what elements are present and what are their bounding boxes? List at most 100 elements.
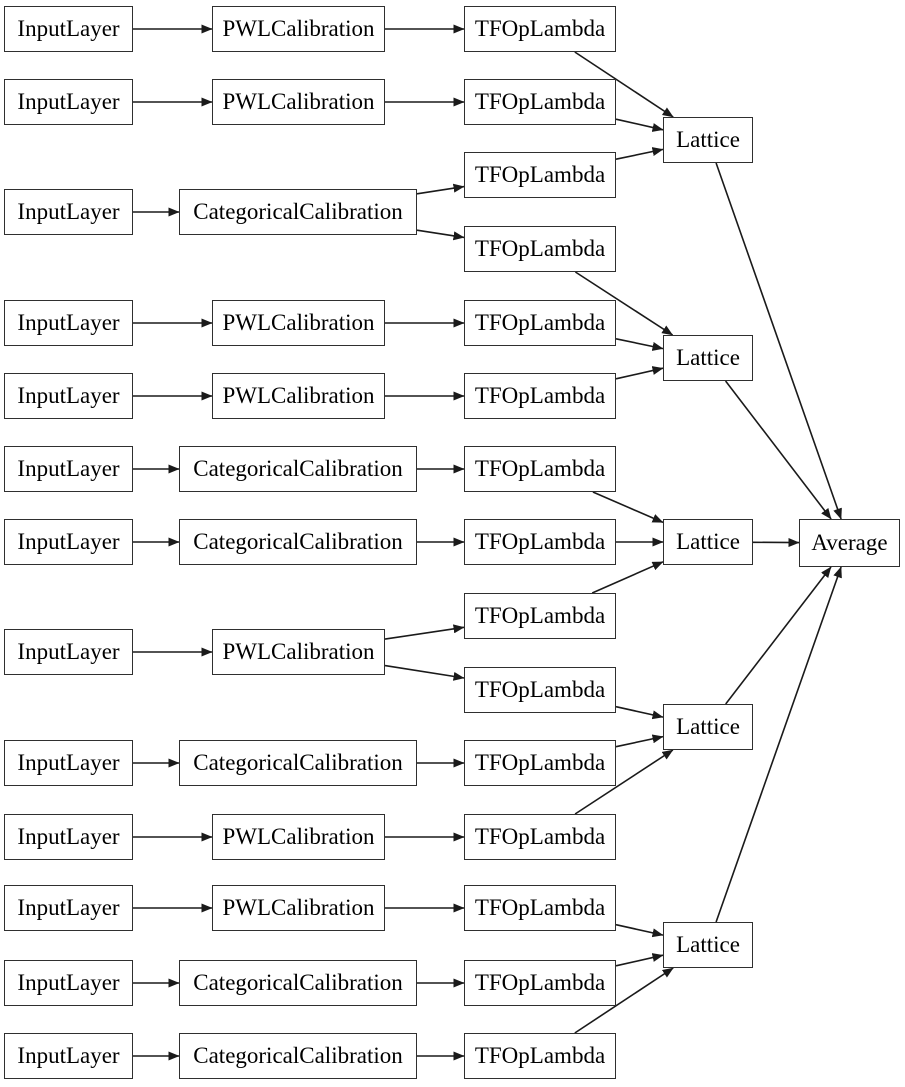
- tfop-lambda-node: TFOpLambda: [464, 885, 616, 931]
- edge-tf5-to-lat2: [615, 338, 664, 351]
- node-label: TFOpLambda: [474, 455, 606, 481]
- edge-lat4-to-avg: [725, 566, 832, 705]
- node-label: PWLCalibration: [222, 15, 375, 41]
- node-label: TFOpLambda: [474, 1042, 606, 1068]
- edge-cal8-to-tf10: [384, 664, 465, 681]
- node-label: TFOpLambda: [474, 309, 606, 335]
- node-label: CategoricalCalibration: [193, 455, 403, 481]
- lattice-node: Lattice: [663, 117, 753, 163]
- categorical-calibration-node: CategoricalCalibration: [179, 740, 417, 786]
- input-layer-node: InputLayer: [4, 960, 133, 1006]
- edge-tf7-to-lat3: [592, 491, 664, 524]
- tfop-lambda-node: TFOpLambda: [464, 667, 616, 713]
- input-layer-node: InputLayer: [4, 814, 133, 860]
- pwl-calibration-node: PWLCalibration: [212, 6, 385, 52]
- edge-tf13-to-lat5: [615, 923, 664, 938]
- input-layer-node: InputLayer: [4, 79, 133, 125]
- edge-tf3-to-lat1: [615, 147, 664, 160]
- node-label: InputLayer: [17, 455, 120, 481]
- lattice-node: Lattice: [663, 519, 753, 565]
- edge-group: [133, 24, 842, 1061]
- node-label: TFOpLambda: [474, 749, 606, 775]
- edge-tf14-to-lat5: [615, 953, 664, 967]
- node-label: InputLayer: [17, 638, 120, 664]
- node-label: Lattice: [676, 528, 740, 554]
- node-label: InputLayer: [17, 969, 120, 995]
- node-label: Lattice: [676, 126, 740, 152]
- node-label: InputLayer: [17, 823, 120, 849]
- edge-tf15-to-lat5: [574, 967, 674, 1034]
- node-label: TFOpLambda: [474, 676, 606, 702]
- input-layer-node: InputLayer: [4, 885, 133, 931]
- pwl-calibration-node: PWLCalibration: [212, 300, 385, 346]
- tfop-lambda-node: TFOpLambda: [464, 519, 616, 565]
- categorical-calibration-node: CategoricalCalibration: [179, 519, 417, 565]
- input-layer-node: InputLayer: [4, 189, 133, 235]
- node-label: TFOpLambda: [474, 894, 606, 920]
- edge-tf11-to-lat4: [615, 734, 664, 748]
- node-label: PWLCalibration: [222, 309, 375, 335]
- edge-tf1-to-lat1: [574, 51, 674, 118]
- pwl-calibration-node: PWLCalibration: [212, 814, 385, 860]
- node-label: Lattice: [676, 344, 740, 370]
- tfop-lambda-node: TFOpLambda: [464, 1033, 616, 1079]
- input-layer-node: InputLayer: [4, 629, 133, 675]
- lattice-node: Lattice: [663, 704, 753, 750]
- node-label: InputLayer: [17, 88, 120, 114]
- edge-cal3-to-tf3: [416, 183, 465, 195]
- node-label: InputLayer: [17, 382, 120, 408]
- input-layer-node: InputLayer: [4, 300, 133, 346]
- node-label: TFOpLambda: [474, 602, 606, 628]
- tfop-lambda-node: TFOpLambda: [464, 373, 616, 419]
- tfop-lambda-node: TFOpLambda: [464, 152, 616, 198]
- lattice-node: Lattice: [663, 335, 753, 381]
- edge-lat1-to-avg: [715, 162, 842, 520]
- node-label: TFOpLambda: [474, 161, 606, 187]
- edge-tf9-to-lat3: [591, 561, 664, 594]
- input-layer-node: InputLayer: [4, 740, 133, 786]
- tfop-lambda-node: TFOpLambda: [464, 960, 616, 1006]
- node-label: CategoricalCalibration: [193, 198, 403, 224]
- node-label: TFOpLambda: [474, 382, 606, 408]
- edge-lat5-to-avg: [715, 566, 842, 923]
- tfop-lambda-node: TFOpLambda: [464, 79, 616, 125]
- node-label: TFOpLambda: [474, 88, 606, 114]
- lattice-node: Lattice: [663, 922, 753, 968]
- edge-cal8-to-tf9: [384, 624, 465, 640]
- tfop-lambda-node: TFOpLambda: [464, 300, 616, 346]
- node-label: InputLayer: [17, 894, 120, 920]
- input-layer-node: InputLayer: [4, 6, 133, 52]
- categorical-calibration-node: CategoricalCalibration: [179, 446, 417, 492]
- pwl-calibration-node: PWLCalibration: [212, 885, 385, 931]
- node-label: TFOpLambda: [474, 528, 606, 554]
- node-label: InputLayer: [17, 528, 120, 554]
- categorical-calibration-node: CategoricalCalibration: [179, 189, 417, 235]
- node-label: Lattice: [676, 931, 740, 957]
- node-label: PWLCalibration: [222, 823, 375, 849]
- input-layer-node: InputLayer: [4, 446, 133, 492]
- node-label: TFOpLambda: [474, 969, 606, 995]
- node-label: TFOpLambda: [474, 235, 606, 261]
- node-label: Lattice: [676, 713, 740, 739]
- categorical-calibration-node: CategoricalCalibration: [179, 1033, 417, 1079]
- node-label: CategoricalCalibration: [193, 749, 403, 775]
- node-label: InputLayer: [17, 15, 120, 41]
- tfop-lambda-node: TFOpLambda: [464, 226, 616, 272]
- pwl-calibration-node: PWLCalibration: [212, 373, 385, 419]
- edge-tf4-to-lat2: [574, 271, 674, 336]
- categorical-calibration-node: CategoricalCalibration: [179, 960, 417, 1006]
- node-label: InputLayer: [17, 198, 120, 224]
- tfop-lambda-node: TFOpLambda: [464, 6, 616, 52]
- edge-cal3-to-tf4: [416, 229, 465, 241]
- edge-tf6-to-lat2: [615, 366, 664, 380]
- input-layer-node: InputLayer: [4, 519, 133, 565]
- node-label: TFOpLambda: [474, 15, 606, 41]
- node-label: InputLayer: [17, 1042, 120, 1068]
- average-node: Average: [799, 519, 900, 567]
- tfop-lambda-node: TFOpLambda: [464, 814, 616, 860]
- node-label: InputLayer: [17, 749, 120, 775]
- tfop-lambda-node: TFOpLambda: [464, 593, 616, 639]
- node-label: Average: [811, 529, 888, 555]
